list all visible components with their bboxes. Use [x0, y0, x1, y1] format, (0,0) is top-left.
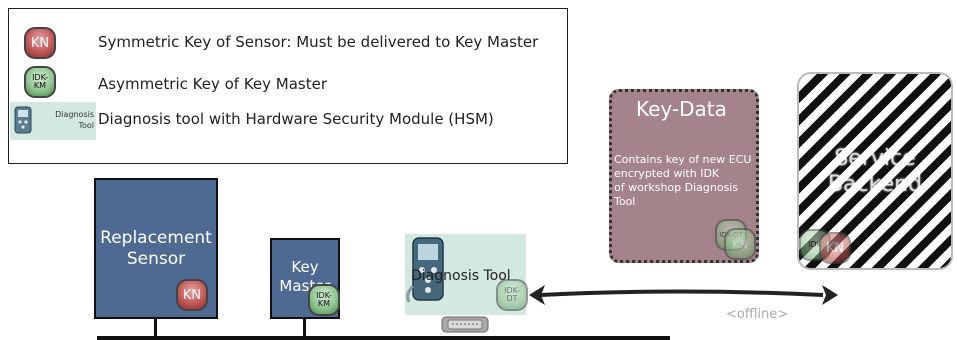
- diagnosis-tool-label: Diagnosis Tool: [411, 268, 511, 284]
- kn-key-icon: KN: [24, 27, 56, 59]
- legend-kn-badge-text: KN: [30, 35, 50, 51]
- backend-green-key-text: IDK: [808, 240, 822, 249]
- diagnosis-tool-key-text: IDK- DT: [504, 286, 520, 303]
- replacement-sensor-label: Replacement Sensor: [100, 228, 212, 269]
- key-data-front-key-text: KN: [732, 237, 748, 251]
- key-data-title: Key-Data: [636, 97, 727, 121]
- can-bus-line: [97, 336, 670, 340]
- key-data-kn-key-icon: KN: [724, 228, 756, 260]
- sensor-key-text: KN: [182, 287, 202, 303]
- backend-kn-key-icon: KN: [819, 232, 851, 264]
- offline-label: <offline>: [726, 307, 789, 322]
- sensor-kn-key-icon: KN: [176, 279, 208, 311]
- obd-connector-icon: [441, 316, 489, 333]
- key-master-key-text: IDK- KM: [316, 291, 332, 308]
- offline-connection-arrow: [529, 285, 838, 305]
- diagnosis-tool-idk-key-icon: IDK- DT: [496, 279, 528, 311]
- backend-red-key-text: KN: [825, 240, 845, 256]
- key-data-description: Contains key of new ECU encrypted with I…: [614, 153, 752, 208]
- diagnosis-tool-icon: Diagnosis Tool: [10, 102, 96, 140]
- legend-diagnosis-badge-text: Diagnosis Tool: [55, 110, 94, 130]
- sensor-bus-stub: [154, 318, 157, 338]
- legend-idk-km-badge-text: IDK- KM: [32, 73, 48, 90]
- key-master-bus-stub: [303, 318, 306, 338]
- service-backend-label: Service Backend: [827, 146, 923, 197]
- legend-symmetric-key-text: Symmetric Key of Sensor: Must be deliver…: [98, 33, 539, 51]
- key-master-idk-key-icon: IDK- KM: [308, 284, 340, 316]
- legend-asymmetric-key-text: Asymmetric Key of Key Master: [98, 75, 328, 93]
- idk-km-key-icon: IDK- KM: [24, 66, 56, 98]
- legend-box: [8, 8, 568, 164]
- handheld-device-icon: [14, 106, 32, 134]
- diagnosis-device-icon: [406, 237, 444, 303]
- legend-diagnosis-tool-text: Diagnosis tool with Hardware Security Mo…: [98, 110, 494, 128]
